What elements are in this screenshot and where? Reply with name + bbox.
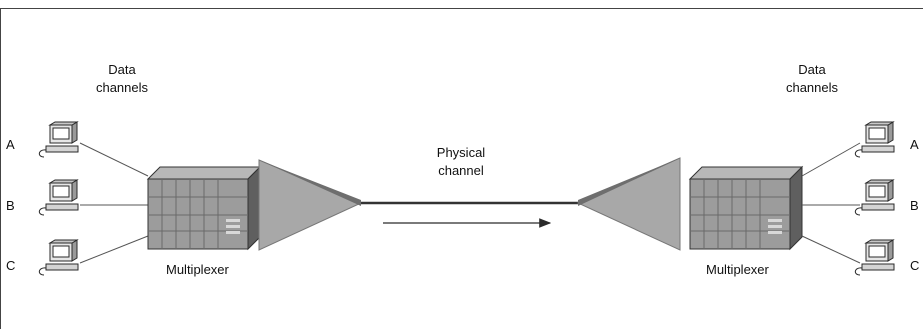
right-channel-label-a: A [910, 137, 919, 152]
right-computer-b-icon [854, 179, 895, 216]
left-multiplexer-label: Multiplexer [166, 262, 230, 277]
left-channel-label-c: C [6, 258, 15, 273]
right-channel-label-c: C [910, 258, 919, 273]
right-computer-c-icon [854, 239, 895, 276]
left-heading-line2: channels [96, 80, 149, 95]
right-heading-line1: Data [798, 62, 826, 77]
left-channel-label-b: B [6, 198, 15, 213]
left-link-c [79, 235, 149, 264]
right-link-a [801, 142, 861, 177]
right-channel-label-b: B [910, 198, 919, 213]
right-computer-a-icon [854, 121, 895, 158]
diagram-frame [0, 8, 923, 329]
left-computer-b-icon [38, 179, 79, 216]
right-funnel-icon [576, 157, 681, 251]
right-heading-line2: channels [786, 80, 839, 95]
left-channel-label-a: A [6, 137, 15, 152]
physical-channel-label-line1: Physical [437, 145, 486, 160]
right-multiplexer-icon [689, 166, 803, 250]
left-computer-c-icon [38, 239, 79, 276]
left-link-a [79, 142, 149, 177]
left-computer-a-icon [38, 121, 79, 158]
physical-channel-label-line2: channel [438, 163, 484, 178]
left-heading-line1: Data [108, 62, 136, 77]
right-multiplexer-label: Multiplexer [706, 262, 770, 277]
left-multiplexer-icon [147, 166, 261, 250]
left-funnel-icon [258, 159, 363, 251]
right-link-c [801, 235, 861, 264]
